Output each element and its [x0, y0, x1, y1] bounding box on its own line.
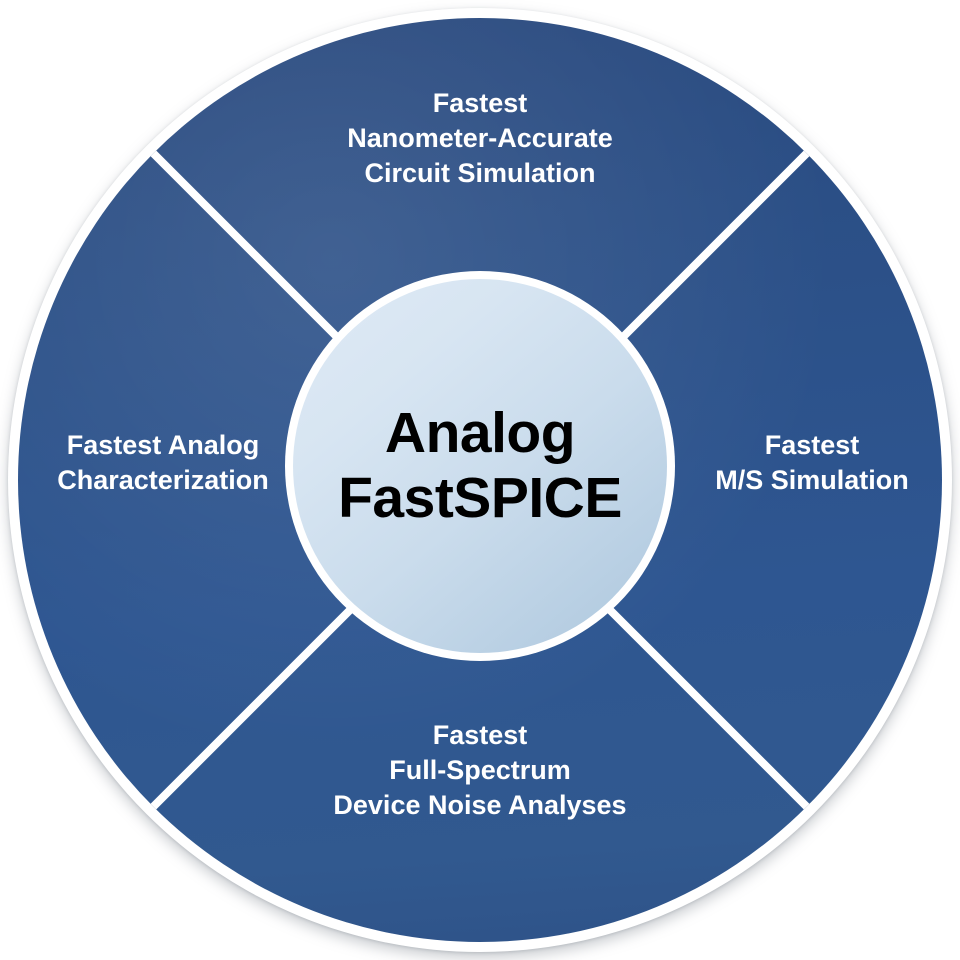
quadrant-label-right: Fastest M/S Simulation	[672, 428, 952, 498]
quadrant-label-bottom-line1: Fastest	[432, 720, 528, 750]
center-circle: Analog FastSPICE	[293, 279, 667, 653]
quadrant-label-bottom-line2: Full-Spectrum	[389, 755, 571, 786]
quadrant-label-top-line3: Circuit Simulation	[364, 158, 596, 189]
center-title: Analog FastSPICE	[338, 401, 622, 531]
quadrant-label-left: Fastest Analog Characterization	[18, 428, 308, 498]
quadrant-label-top: Fastest Nanometer-Accurate Circuit Simul…	[230, 86, 730, 191]
quadrant-label-bottom-line3: Device Noise Analyses	[333, 790, 627, 821]
quadrant-label-right-line2: M/S Simulation	[715, 465, 909, 496]
quadrant-label-top-line1: Fastest	[432, 88, 528, 118]
quadrant-label-left-line1: Fastest Analog	[66, 430, 260, 460]
center-title-line2: FastSPICE	[338, 466, 622, 530]
center-title-line1: Analog	[384, 401, 576, 466]
quadrant-label-left-line2: Characterization	[57, 465, 269, 496]
quadrant-label-right-line1: Fastest	[764, 430, 860, 460]
quadrant-label-bottom: Fastest Full-Spectrum Device Noise Analy…	[230, 718, 730, 823]
quadrant-label-top-line2: Nanometer-Accurate	[347, 123, 613, 154]
